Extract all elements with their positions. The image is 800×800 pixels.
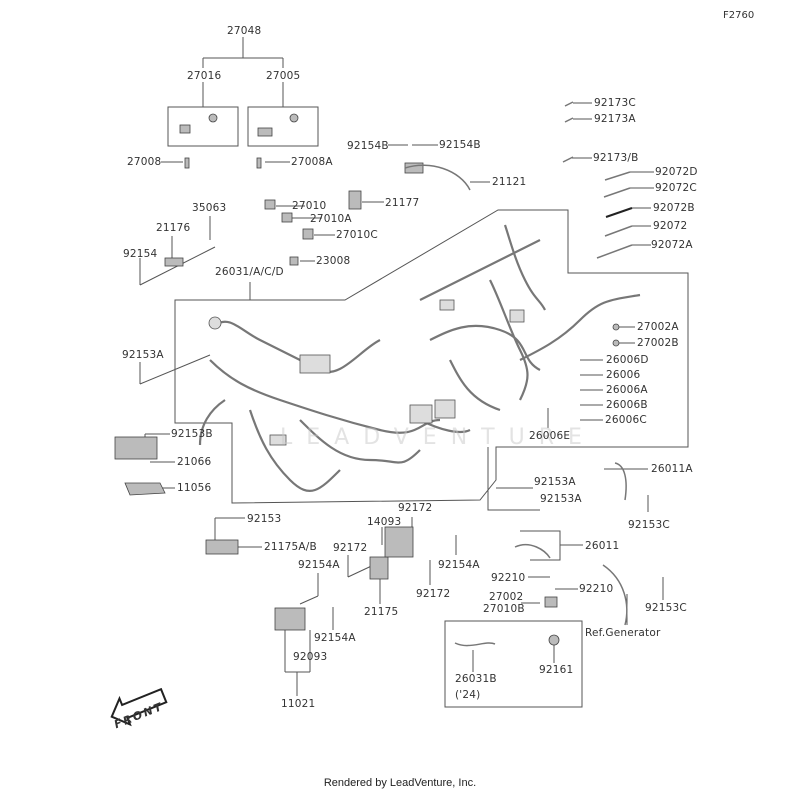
part-label[interactable]: 11021	[281, 698, 316, 710]
small-harness-pieces	[404, 101, 633, 647]
ref-generator-label[interactable]: Ref.Generator	[585, 627, 661, 639]
part-label[interactable]: 26011A	[651, 463, 693, 475]
part-label[interactable]: 92072A	[651, 239, 693, 251]
part-label[interactable]: 27002	[489, 591, 524, 603]
harness-enclosure	[174, 209, 689, 504]
part-label[interactable]: 92153C	[645, 602, 687, 614]
part-label[interactable]: 92153C	[628, 519, 670, 531]
part-label[interactable]: 92172	[333, 542, 368, 554]
box-27016	[167, 106, 239, 147]
part-label[interactable]: 26006	[606, 369, 641, 381]
part-label[interactable]: 92072C	[655, 182, 697, 194]
part-label[interactable]: 92154	[123, 248, 158, 260]
part-glyphs	[114, 113, 620, 646]
part-label[interactable]: 21175	[364, 606, 399, 618]
part-label[interactable]: 21177	[385, 197, 420, 209]
part-label[interactable]: 35063	[192, 202, 227, 214]
part-label[interactable]: 92172	[398, 502, 433, 514]
part-label[interactable]: 21066	[177, 456, 212, 468]
part-label[interactable]: 27002B	[637, 337, 679, 349]
part-label[interactable]: 27005	[266, 70, 301, 82]
part-label[interactable]: 92154B	[347, 140, 389, 152]
part-label[interactable]: 21121	[492, 176, 527, 188]
part-label[interactable]: 92173/B	[593, 152, 639, 164]
part-label[interactable]: 92154B	[439, 139, 481, 151]
part-label[interactable]: 92072B	[653, 202, 695, 214]
box-26031B	[444, 620, 583, 708]
part-label[interactable]: 92153A	[540, 493, 582, 505]
part-label[interactable]: 27008A	[291, 156, 333, 168]
front-arrow-icon	[110, 687, 168, 727]
part-label[interactable]: 21175A/B	[264, 541, 317, 553]
watermark: LEADVENTURE	[280, 425, 596, 450]
part-label[interactable]: 27002A	[637, 321, 679, 333]
part-label[interactable]: 92154A	[438, 559, 480, 571]
part-label[interactable]: 21176	[156, 222, 191, 234]
part-label[interactable]: 92173A	[594, 113, 636, 125]
leader-27048-tree	[202, 37, 284, 107]
part-label[interactable]: 92154A	[314, 632, 356, 644]
part-label[interactable]: 27010	[292, 200, 327, 212]
harness-connectors	[208, 299, 525, 446]
part-label[interactable]: 27010A	[310, 213, 352, 225]
part-label[interactable]: 26006E	[529, 430, 571, 442]
part-label[interactable]: 26031/A/C/D	[215, 266, 284, 278]
part-label[interactable]: 92173C	[594, 97, 636, 109]
footer-credit: Rendered by LeadVenture, Inc.	[323, 777, 477, 789]
part-label[interactable]: 92210	[491, 572, 526, 584]
part-label[interactable]: 26006C	[605, 414, 647, 426]
part-label[interactable]: 23008	[316, 255, 351, 267]
part-label[interactable]: 27016	[187, 70, 222, 82]
part-label[interactable]: 26006B	[606, 399, 648, 411]
part-label[interactable]: 92072D	[655, 166, 698, 178]
part-label[interactable]: 92072	[653, 220, 688, 232]
part-label[interactable]: 14093	[367, 516, 402, 528]
part-label[interactable]: 92153A	[534, 476, 576, 488]
part-label[interactable]: 26011	[585, 540, 620, 552]
part-label[interactable]: 27010C	[336, 229, 378, 241]
part-label[interactable]: 27048	[227, 25, 262, 37]
part-label[interactable]: 26006A	[606, 384, 648, 396]
part-label[interactable]: 92153	[247, 513, 282, 525]
part-label[interactable]: 92161	[539, 664, 574, 676]
part-label[interactable]: 26031B	[455, 673, 497, 685]
part-label[interactable]: 92153B	[171, 428, 213, 440]
wire-harness	[198, 224, 641, 492]
part-label[interactable]: 11056	[177, 482, 212, 494]
part-label[interactable]: 92093	[293, 651, 328, 663]
part-label[interactable]: 92172	[416, 588, 451, 600]
figure-code: F2760	[723, 10, 755, 21]
part-label[interactable]: 92153A	[122, 349, 164, 361]
part-label[interactable]: 92154A	[298, 559, 340, 571]
part-label[interactable]: 27010B	[483, 603, 525, 615]
year-note: ('24)	[455, 689, 481, 701]
part-label[interactable]: 92210	[579, 583, 614, 595]
part-label[interactable]: 27008	[127, 156, 162, 168]
part-label[interactable]: 26006D	[606, 354, 649, 366]
box-27005	[247, 106, 319, 147]
